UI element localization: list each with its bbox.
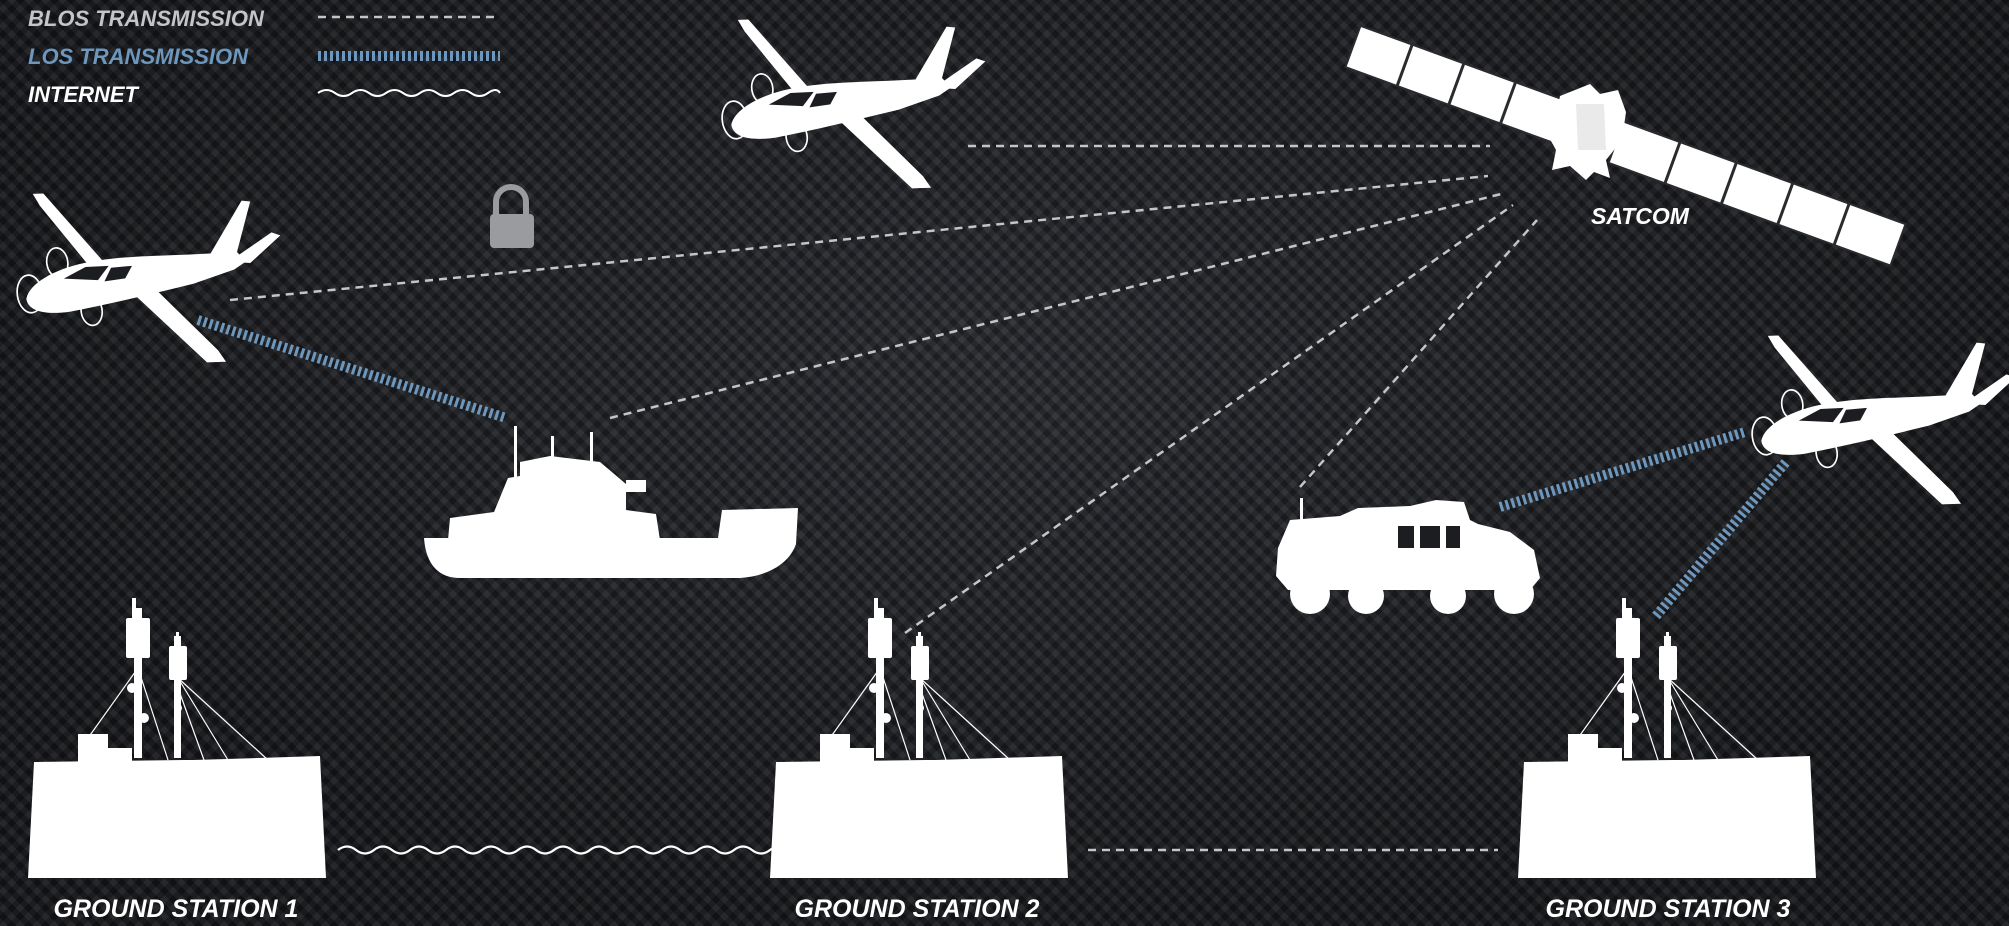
ship-icon: [424, 426, 798, 578]
ground-station-3-label: GROUND STATION 3: [1546, 895, 1791, 923]
legend-blos-label: BLOS TRANSMISSION: [28, 6, 265, 31]
ground-station-2: [770, 598, 1068, 878]
ground-station-2-label: GROUND STATION 2: [795, 895, 1040, 923]
link-aircraft-left-satcom: [230, 176, 1488, 300]
aircraft-icon: [4, 161, 297, 390]
satellite-icon: SATCOM: [1345, 26, 1905, 266]
ground-station-3: [1518, 598, 1816, 878]
aircraft-left: [4, 161, 297, 390]
link-ship-satcom: [610, 193, 1505, 418]
aircraft-right: [1739, 303, 2009, 532]
satcom-label: SATCOM: [1591, 203, 1690, 229]
los-links: [198, 320, 1786, 616]
cell-tower-icon: [770, 598, 1068, 878]
aircraft-icon: [709, 0, 1002, 215]
link-aircraft-left-ship: [198, 320, 506, 418]
cell-tower-icon: [28, 598, 326, 878]
link-vehicle-satcom: [1300, 220, 1537, 487]
cell-tower-icon: [1518, 598, 1816, 878]
aircraft-top: [709, 0, 1002, 215]
link-vehicle-aircraft-right: [1500, 432, 1745, 507]
link-gs1-gs2-internet: [338, 847, 788, 854]
aircraft-icon: [1739, 303, 2009, 532]
legend: BLOS TRANSMISSION LOS TRANSMISSION INTER…: [28, 6, 500, 107]
military-vehicle-icon: [1276, 498, 1540, 614]
legend-los-label: LOS TRANSMISSION: [28, 44, 249, 69]
ground-station-1: [28, 598, 326, 878]
legend-internet-line: [318, 90, 500, 96]
ground-station-1-label: GROUND STATION 1: [54, 895, 299, 923]
legend-internet-label: INTERNET: [28, 82, 140, 107]
link-gs3-aircraft-right: [1656, 462, 1786, 616]
lock-icon: [490, 187, 534, 248]
